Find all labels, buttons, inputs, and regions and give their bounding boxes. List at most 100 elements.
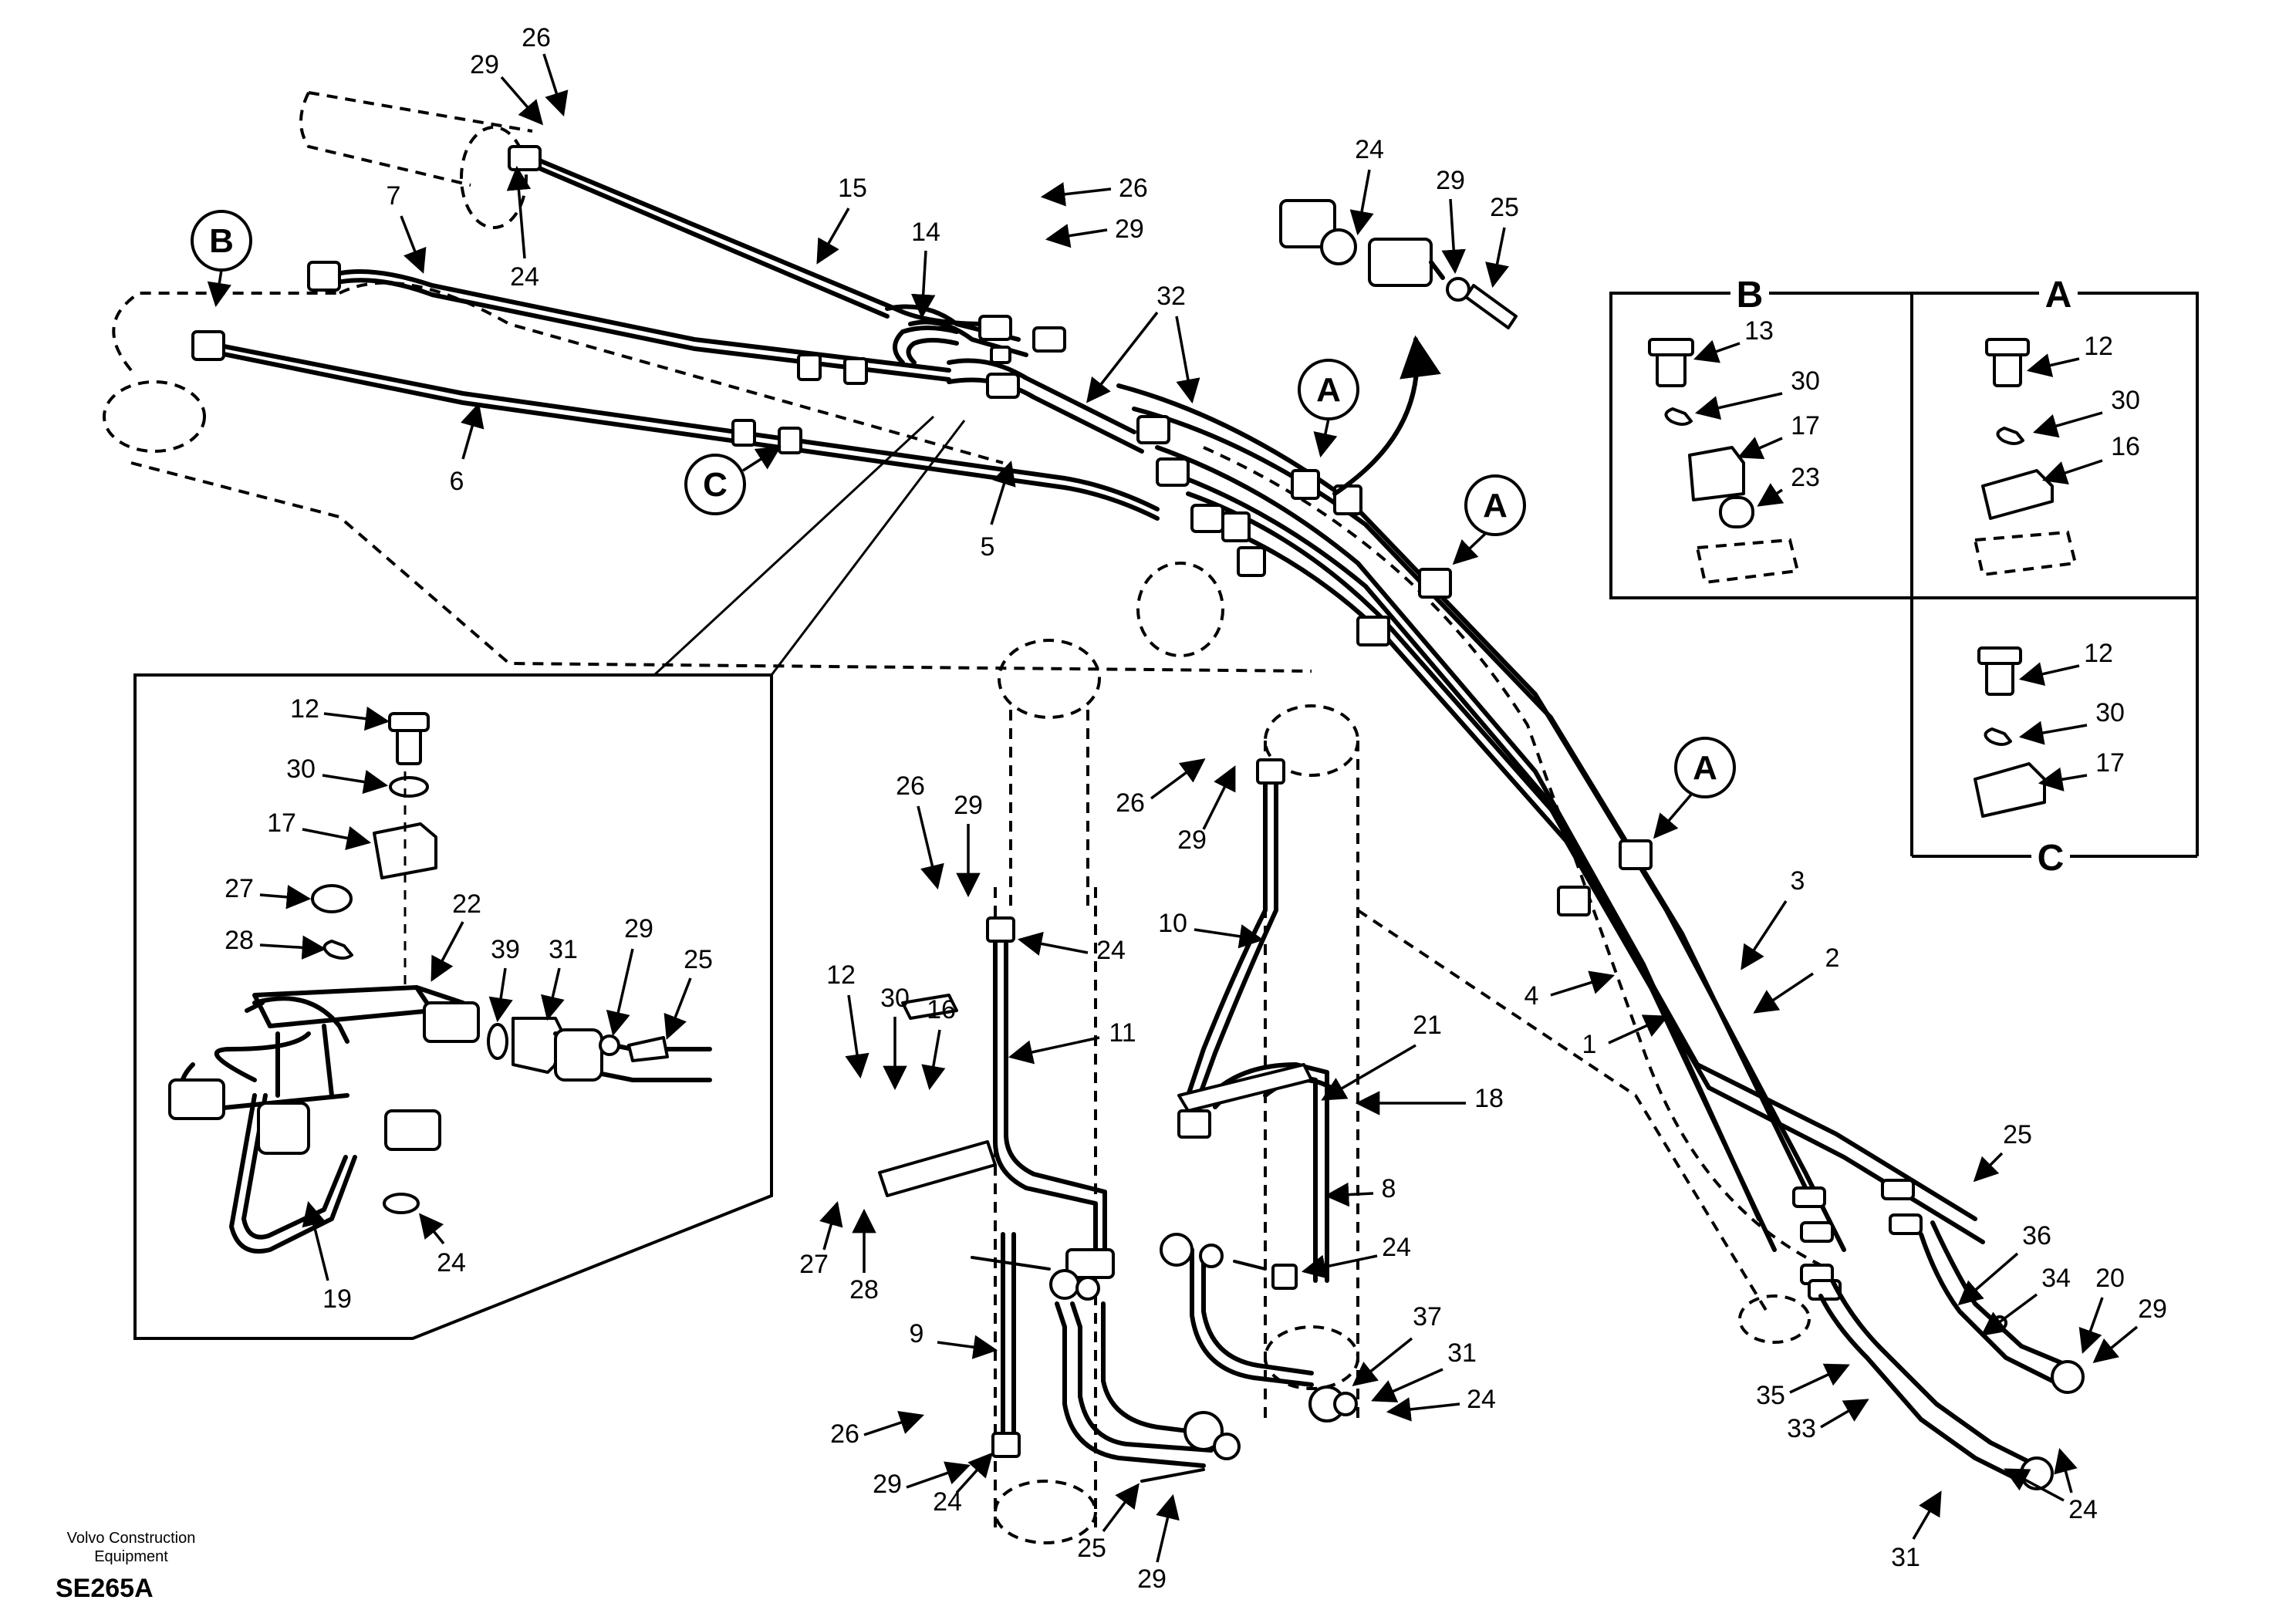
part-label: 13 bbox=[1744, 316, 1774, 346]
part-label: 12 bbox=[290, 694, 319, 724]
view-a-title: A bbox=[2045, 275, 2072, 316]
part-label: 1 bbox=[1582, 1030, 1597, 1059]
svg-text:B: B bbox=[209, 222, 234, 260]
part-label: 22 bbox=[452, 889, 481, 919]
part-label: 26 bbox=[1116, 788, 1145, 818]
callout-c: C bbox=[684, 446, 782, 515]
part-label: 24 bbox=[2068, 1495, 2098, 1524]
drawing-code: SE265A bbox=[56, 1574, 154, 1603]
arm-fittings bbox=[878, 758, 1358, 1483]
part-label: 12 bbox=[2084, 332, 2113, 361]
view-b-title: B bbox=[1737, 275, 1764, 316]
part-label: 25 bbox=[2003, 1120, 2032, 1149]
part-label: 26 bbox=[830, 1419, 859, 1449]
part-label: 26 bbox=[522, 23, 551, 52]
part-label: 30 bbox=[2111, 386, 2140, 415]
part-label: 30 bbox=[2095, 698, 2125, 727]
part-label: 7 bbox=[387, 181, 401, 211]
svg-text:C: C bbox=[703, 466, 728, 504]
part-label: 29 bbox=[1115, 214, 1144, 244]
part-label: 3 bbox=[1791, 866, 1805, 896]
part-label: 14 bbox=[911, 218, 940, 247]
part-labels: 26 29 24 15 7 6 14 26 29 32 5 24 29 25 1… bbox=[225, 23, 2167, 1594]
view-boxes: B A C bbox=[1609, 274, 2199, 879]
part-label: 26 bbox=[1119, 174, 1148, 203]
part-label: 24 bbox=[510, 262, 539, 292]
part-label: 28 bbox=[225, 926, 254, 955]
inset-detail bbox=[133, 415, 966, 1340]
callout-a-2: A bbox=[1452, 474, 1526, 565]
part-label: 28 bbox=[849, 1275, 879, 1304]
part-label: 24 bbox=[1467, 1385, 1496, 1414]
part-label: 12 bbox=[826, 960, 856, 990]
flange-detail bbox=[1279, 199, 1518, 496]
svg-text:A: A bbox=[1483, 487, 1508, 525]
part-label: 17 bbox=[2095, 748, 2125, 778]
part-label: 8 bbox=[1382, 1174, 1396, 1203]
part-label: 25 bbox=[1077, 1534, 1106, 1563]
part-label: 29 bbox=[873, 1470, 902, 1499]
part-label: 5 bbox=[981, 532, 995, 562]
part-label: 39 bbox=[491, 935, 520, 964]
part-label: 11 bbox=[1109, 1018, 1136, 1048]
part-label: 30 bbox=[880, 984, 910, 1013]
part-label: 23 bbox=[1791, 463, 1820, 492]
callout-a-1: A bbox=[1298, 359, 1359, 458]
part-label: 2 bbox=[1825, 943, 1840, 973]
part-label: 16 bbox=[927, 995, 956, 1024]
part-label: 24 bbox=[1355, 135, 1384, 164]
part-label: 25 bbox=[1490, 193, 1519, 222]
part-label: 24 bbox=[437, 1248, 466, 1277]
part-label: 26 bbox=[896, 771, 925, 801]
part-label: 33 bbox=[1787, 1414, 1816, 1443]
part-label: 34 bbox=[2041, 1264, 2071, 1293]
brand-label: Volvo Construction Equipment bbox=[66, 1530, 196, 1565]
upper-fittings bbox=[191, 145, 1224, 533]
part-label: 29 bbox=[1137, 1564, 1167, 1594]
part-label: 27 bbox=[225, 874, 254, 903]
callout-a-3: A bbox=[1653, 737, 1736, 839]
part-label: 27 bbox=[799, 1250, 829, 1279]
part-label: 29 bbox=[954, 791, 983, 820]
part-label: 30 bbox=[286, 754, 316, 784]
part-label: 21 bbox=[1413, 1011, 1442, 1040]
part-label: 18 bbox=[1474, 1084, 1504, 1113]
part-label: 29 bbox=[2138, 1294, 2167, 1324]
callout-b: B bbox=[191, 210, 252, 308]
part-label: 30 bbox=[1791, 366, 1820, 396]
part-label: 29 bbox=[1177, 825, 1207, 855]
svg-text:A: A bbox=[1693, 749, 1717, 787]
arm-pipes bbox=[993, 769, 1345, 1468]
boom-clamps bbox=[731, 353, 1653, 916]
part-label: 6 bbox=[450, 467, 464, 496]
part-label: 32 bbox=[1156, 282, 1186, 311]
part-label: 9 bbox=[910, 1319, 924, 1348]
part-label: 19 bbox=[322, 1284, 352, 1314]
part-label: 24 bbox=[1096, 936, 1126, 965]
part-label: 24 bbox=[1382, 1233, 1411, 1262]
part-label: 36 bbox=[2022, 1221, 2051, 1250]
view-c-title: C bbox=[2038, 838, 2065, 879]
part-label: 15 bbox=[838, 174, 867, 203]
part-label: 37 bbox=[1413, 1302, 1442, 1331]
part-label: 25 bbox=[684, 945, 713, 974]
part-label: 29 bbox=[470, 50, 499, 79]
part-label: 16 bbox=[2111, 432, 2140, 461]
callout-markers: B C A A A bbox=[191, 210, 1736, 839]
arm-cylinder-outline bbox=[994, 562, 1359, 1544]
part-label: 31 bbox=[1447, 1338, 1477, 1368]
part-label: 20 bbox=[2095, 1264, 2125, 1293]
part-label: 35 bbox=[1756, 1381, 1785, 1410]
part-label: 12 bbox=[2084, 639, 2113, 668]
part-label: 31 bbox=[1891, 1543, 1920, 1572]
part-label: 29 bbox=[624, 914, 653, 943]
part-label: 4 bbox=[1524, 981, 1539, 1011]
part-label: 29 bbox=[1436, 166, 1465, 195]
boom-pipes bbox=[206, 152, 1985, 1252]
svg-text:A: A bbox=[1316, 371, 1341, 409]
part-label: 17 bbox=[1791, 411, 1820, 440]
part-label: 10 bbox=[1158, 909, 1187, 938]
part-label: 17 bbox=[267, 808, 296, 838]
part-label: 31 bbox=[549, 935, 578, 964]
